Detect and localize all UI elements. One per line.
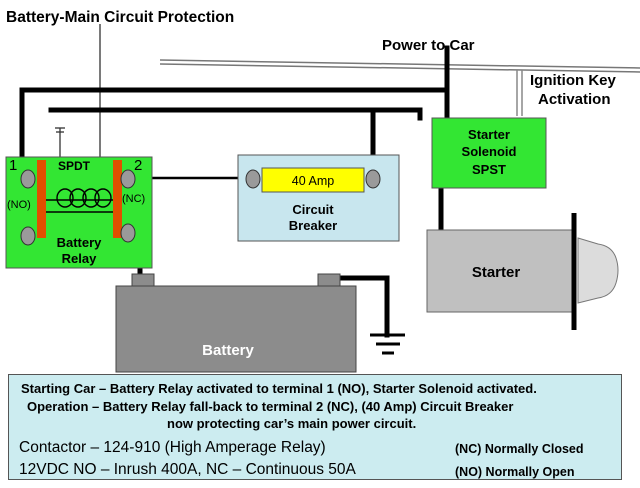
battery-label: Battery bbox=[202, 342, 254, 359]
spec-line: 12VDC NO – Inrush 400A, NC – Continuous … bbox=[19, 461, 356, 478]
battery-relay: 1 2 SPDT (NO) (NC) Battery Relay bbox=[5, 156, 153, 269]
nc-legend: (NC) Normally Closed bbox=[455, 442, 584, 456]
starter-solenoid: Starter Solenoid SPST bbox=[431, 117, 547, 189]
spdt-label: SPDT bbox=[58, 159, 91, 173]
ignition-key-line bbox=[516, 70, 523, 116]
battery-positive-post-icon bbox=[317, 273, 341, 287]
starter-motor: Starter bbox=[426, 213, 619, 330]
info-line-operation: Operation – Battery Relay fall-back to t… bbox=[27, 399, 514, 414]
terminal-no-icon bbox=[20, 169, 36, 189]
no-legend: (NO) Normally Open bbox=[455, 465, 575, 479]
starter-label: Starter bbox=[472, 264, 521, 281]
breaker-terminal-left-icon bbox=[245, 169, 261, 189]
terminal-nc-icon bbox=[120, 169, 136, 189]
ignition-label-line2: Activation bbox=[538, 91, 611, 108]
power-to-car-label: Power to Car bbox=[382, 37, 475, 54]
solenoid-label-line1: Starter bbox=[468, 127, 510, 142]
diagram-title: Battery-Main Circuit Protection bbox=[6, 9, 234, 26]
solenoid-label-line3: SPST bbox=[472, 162, 506, 177]
ignition-label-line1: Ignition Key bbox=[530, 72, 616, 89]
info-panel: Starting Car – Battery Relay activated t… bbox=[8, 374, 622, 480]
info-line-protecting: now protecting car’s main power circuit. bbox=[167, 416, 417, 431]
relay-label-line2: Relay bbox=[62, 251, 97, 266]
battery: Battery bbox=[115, 273, 357, 373]
relay-coil-icon bbox=[46, 188, 113, 213]
nc-tag: (NC) bbox=[122, 193, 145, 205]
fuse-40-amp bbox=[261, 167, 365, 193]
terminal-battery-icon bbox=[120, 223, 136, 243]
battery-negative-post-icon bbox=[131, 273, 155, 287]
breaker-label-line1: Circuit bbox=[292, 202, 334, 217]
relay-label-line1: Battery bbox=[57, 235, 103, 250]
terminal-1-label: 1 bbox=[9, 157, 17, 174]
fuse-label: 40 Amp bbox=[292, 174, 334, 188]
breaker-terminal-right-icon bbox=[365, 169, 381, 189]
power-lines bbox=[159, 59, 640, 73]
ground-icon bbox=[370, 333, 405, 355]
info-line-starting: Starting Car – Battery Relay activated t… bbox=[21, 381, 537, 396]
contactor-line: Contactor – 124-910 (High Amperage Relay… bbox=[19, 439, 326, 456]
circuit-breaker: 40 Amp Circuit Breaker bbox=[237, 154, 400, 242]
terminal-common-icon bbox=[20, 226, 36, 246]
terminal-2-label: 2 bbox=[134, 157, 142, 174]
breaker-label-line2: Breaker bbox=[289, 218, 337, 233]
no-tag: (NO) bbox=[7, 199, 31, 211]
solenoid-label-line2: Solenoid bbox=[462, 144, 517, 159]
